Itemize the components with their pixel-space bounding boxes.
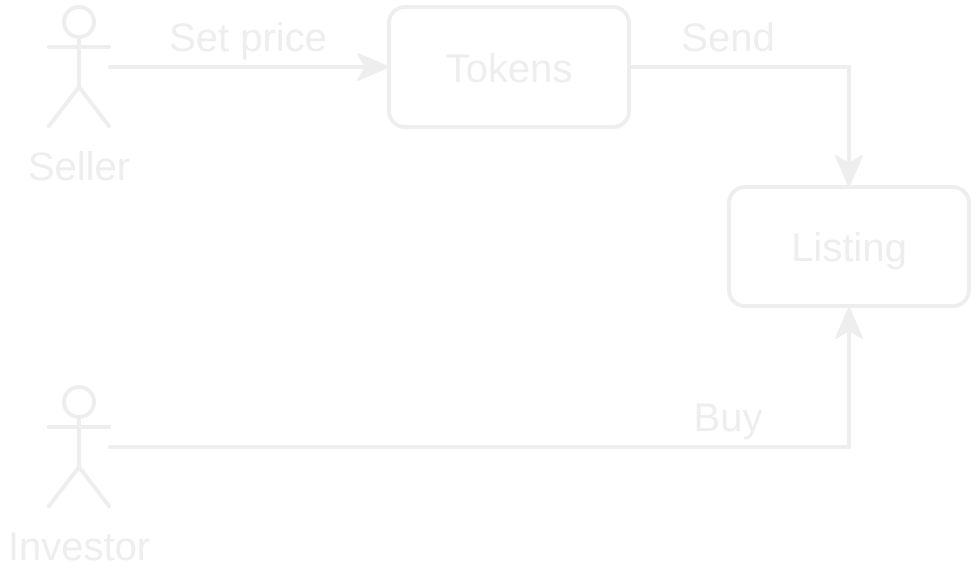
investor-actor: Investor bbox=[8, 385, 150, 569]
send-edge: Send bbox=[629, 16, 863, 187]
listing-node: Listing bbox=[727, 185, 971, 308]
investor-stick-figure-icon bbox=[47, 385, 111, 508]
seller-stick-figure-icon bbox=[47, 5, 111, 128]
seller-actor: Seller bbox=[28, 5, 130, 189]
buy-arrowhead-icon bbox=[835, 307, 863, 339]
buy-label: Buy bbox=[694, 396, 763, 440]
tokens-label: Tokens bbox=[446, 47, 573, 91]
buy-edge: Buy bbox=[108, 307, 863, 449]
investor-label: Investor bbox=[8, 525, 150, 569]
send-arrowhead-icon bbox=[835, 155, 863, 187]
listing-label: Listing bbox=[791, 226, 907, 270]
send-label: Send bbox=[681, 16, 774, 60]
set-price-arrowhead-icon bbox=[357, 53, 389, 81]
seller-label: Seller bbox=[28, 145, 130, 189]
tokens-node: Tokens bbox=[387, 5, 631, 129]
set-price-label: Set price bbox=[169, 16, 327, 60]
set-price-edge: Set price bbox=[108, 16, 389, 81]
